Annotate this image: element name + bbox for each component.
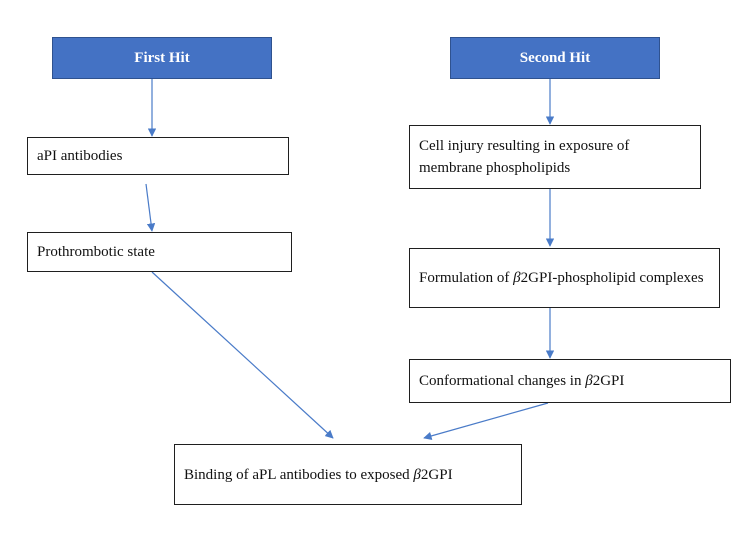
arrow-conformational-to-binding	[423, 402, 549, 440]
first-hit-header: First Hit	[52, 37, 272, 79]
first-hit-label: First Hit	[134, 49, 190, 66]
second-hit-label: Second Hit	[519, 49, 591, 66]
conformational-changes-text: Conformational changes in β2GPI	[419, 373, 625, 389]
cell-injury-box: Cell injury resulting in exposure of mem…	[409, 125, 701, 189]
cell-injury-text: Cell injury resulting in exposure of mem…	[419, 138, 630, 176]
prothrombotic-state-box: Prothrombotic state	[27, 232, 292, 272]
formulation-text: Formulation of β2GPI-phospholipid comple…	[419, 270, 704, 286]
prothrombotic-state-text: Prothrombotic state	[37, 244, 155, 260]
arrow-prothrombotic-to-binding	[151, 271, 334, 439]
apl-antibodies-text: aPI antibodies	[37, 148, 123, 164]
conformational-changes-box: Conformational changes in β2GPI	[409, 359, 731, 403]
apl-antibodies-box: aPI antibodies	[27, 137, 289, 175]
arrow-antibodies-to-prothrombotic	[145, 183, 156, 232]
binding-box: Binding of aPL antibodies to exposed β2G…	[174, 444, 522, 505]
second-hit-header: Second Hit	[450, 37, 660, 79]
binding-text: Binding of aPL antibodies to exposed β2G…	[184, 466, 453, 483]
formulation-box: Formulation of β2GPI-phospholipid comple…	[409, 248, 720, 308]
